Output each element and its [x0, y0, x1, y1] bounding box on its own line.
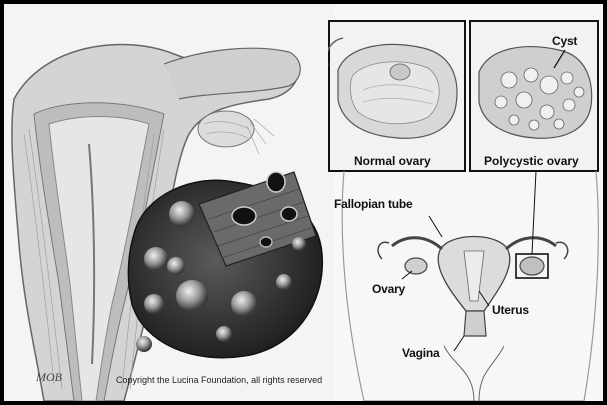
caption-normal-ovary: Normal ovary	[354, 154, 431, 168]
uterus-cross-section-illustration	[4, 4, 334, 401]
copyright-notice: Copyright the Lucina Foundation, all rig…	[116, 375, 322, 385]
caption-polycystic-ovary: Polycystic ovary	[484, 154, 579, 168]
normal-ovary-inset	[328, 20, 468, 175]
polycystic-ovary-inset	[469, 20, 601, 175]
label-vagina: Vagina	[402, 346, 439, 360]
label-ovary: Ovary	[372, 282, 405, 296]
label-uterus: Uterus	[492, 303, 529, 317]
label-cyst: Cyst	[552, 34, 577, 48]
artist-signature: MOB	[36, 370, 62, 385]
label-fallopian-tube: Fallopian tube	[334, 197, 413, 211]
illustration-canvas: Cyst Normal ovary Polycystic ovary Fallo…	[4, 4, 603, 401]
